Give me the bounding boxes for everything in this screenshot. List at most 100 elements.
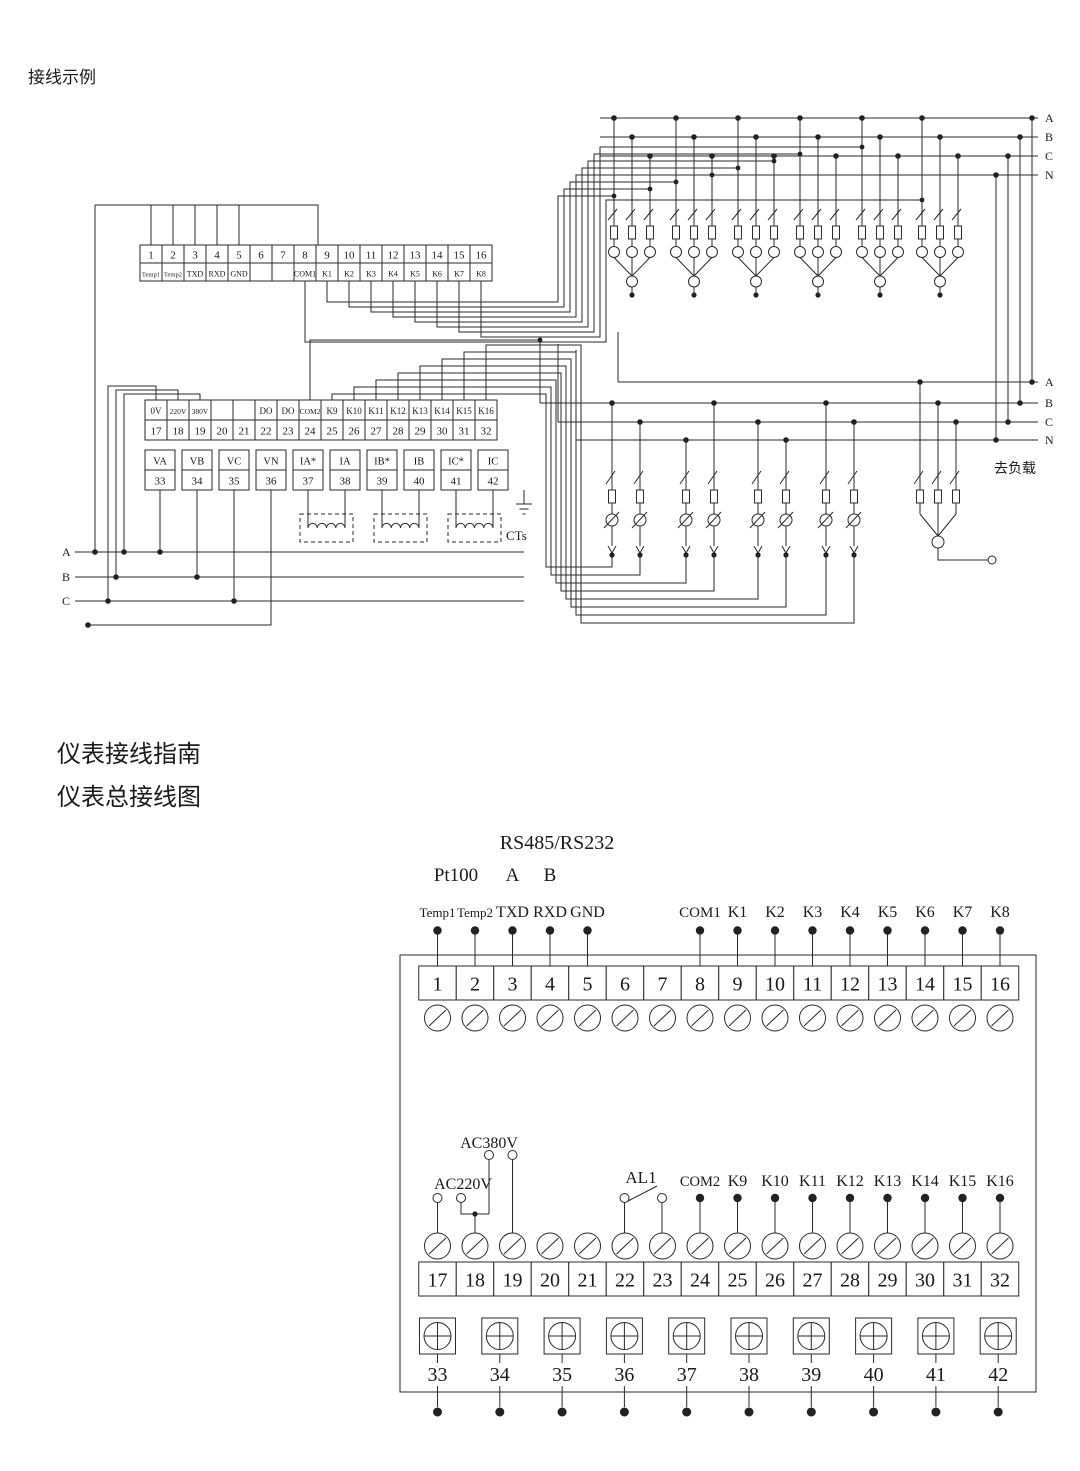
junction-dot: [833, 153, 839, 159]
pin-label: K6: [915, 904, 935, 921]
fuse: [708, 225, 716, 240]
terminal-number: 6: [258, 250, 264, 262]
control-wire: [375, 379, 687, 584]
breaker-blade: [751, 470, 762, 485]
wiring-lines: [75, 117, 1038, 1393]
terminal-cell: [218, 469, 250, 491]
tap-lead: [753, 526, 763, 554]
screw-slot: [878, 1237, 897, 1255]
screw-slot: [766, 1009, 784, 1027]
ct-dashed-box: [299, 513, 354, 543]
junction-dot: [920, 926, 930, 935]
screw-slot: [428, 1009, 447, 1027]
motor-circle: [931, 535, 945, 549]
junction-dot: [919, 115, 925, 121]
fuse: [672, 225, 680, 240]
pin-label: K11: [799, 1173, 826, 1190]
control-wire: [480, 146, 862, 338]
breaker-blade: [891, 208, 902, 221]
control-wire: [304, 199, 922, 343]
junction-dot: [958, 1193, 967, 1203]
open-terminal: [507, 1150, 518, 1160]
junction-dot: [637, 419, 643, 425]
junction-dot: [157, 549, 163, 555]
terminal-cell: [455, 1261, 495, 1297]
terminal-number: 27: [803, 1270, 823, 1292]
control-wire: [441, 358, 787, 608]
contactor-coil: [892, 246, 904, 258]
terminal-cell: [943, 1261, 982, 1297]
terminal-label: DO: [260, 406, 273, 416]
converge-lines: [737, 257, 775, 277]
terminal-cell: [718, 1261, 757, 1297]
fuse: [858, 225, 866, 240]
terminal-cell: [292, 469, 324, 491]
terminal-label: COM2: [300, 407, 321, 416]
junction-dot: [869, 1407, 879, 1417]
junction-dot: [609, 552, 615, 558]
junction-dot: [709, 153, 715, 159]
phase-label-top: N: [1045, 168, 1054, 182]
junction-dot: [433, 1407, 442, 1417]
terminal-number: 34: [192, 476, 204, 488]
contactor-coil: [794, 246, 806, 258]
terminal-cell: [568, 1261, 607, 1297]
screw-slot: [653, 1009, 672, 1027]
junction-dot: [755, 419, 761, 425]
screw-slot: [466, 1237, 484, 1255]
contactor-coil: [830, 246, 842, 258]
contactor-coil: [670, 246, 682, 258]
junction-dot: [433, 926, 442, 935]
terminal-number: 4: [545, 974, 555, 996]
junction-dot: [806, 1407, 816, 1417]
phase-tie: [995, 118, 1033, 440]
screw-slot: [991, 1237, 1009, 1255]
breaker-blade: [779, 470, 790, 485]
terminal-label: Temp1: [142, 272, 160, 279]
junction-dot: [619, 1407, 629, 1417]
bus-line: [75, 551, 524, 602]
terminal-cell: [680, 1261, 720, 1297]
breaker-blade: [607, 208, 618, 221]
pin-label: Temp1: [420, 905, 456, 920]
junction-dot: [472, 1211, 478, 1217]
ct-drop: [307, 490, 494, 528]
contactor-coil: [812, 246, 824, 258]
ct-coil: [307, 522, 346, 529]
breaker-blade: [847, 470, 858, 485]
junction-dot: [877, 134, 883, 140]
fuse: [918, 225, 926, 240]
control-wire: [331, 393, 613, 568]
junction-dot: [121, 549, 127, 555]
terminal-number: 38: [340, 476, 352, 488]
junction-dot: [683, 437, 689, 443]
junction-dot: [673, 115, 679, 121]
terminal-cross: [860, 1322, 888, 1350]
screw-slot: [991, 1009, 1009, 1027]
breaker-blade: [749, 208, 760, 221]
motor-circle: [626, 275, 638, 288]
motor-circle: [688, 275, 700, 288]
ct-coil: [455, 522, 494, 529]
fuse: [754, 489, 762, 504]
terminal-cell: [493, 1261, 532, 1297]
junction-dot: [815, 292, 821, 298]
terminal-number: 40: [864, 1364, 884, 1386]
left-rail: [94, 204, 319, 552]
title-meter-overall: 仪表总接线图: [57, 784, 201, 811]
junction-dot: [845, 926, 855, 935]
breaker-blade: [933, 208, 944, 221]
number-mask: [797, 1363, 826, 1386]
terminal-label: K11: [368, 406, 383, 416]
screw-slot: [503, 1237, 522, 1255]
terminal-cell: [366, 469, 398, 491]
terminal-label: VC: [227, 457, 242, 468]
terminal-label: K10: [346, 406, 362, 416]
terminal-cell: [210, 399, 234, 421]
breaker-blade: [829, 208, 840, 221]
pin-label: K9: [728, 1173, 748, 1190]
terminal-number: 13: [878, 974, 898, 996]
screw-slot: [616, 1009, 634, 1027]
contactor-coil: [768, 246, 780, 258]
title-wiring-example: 接线示例: [28, 68, 96, 87]
